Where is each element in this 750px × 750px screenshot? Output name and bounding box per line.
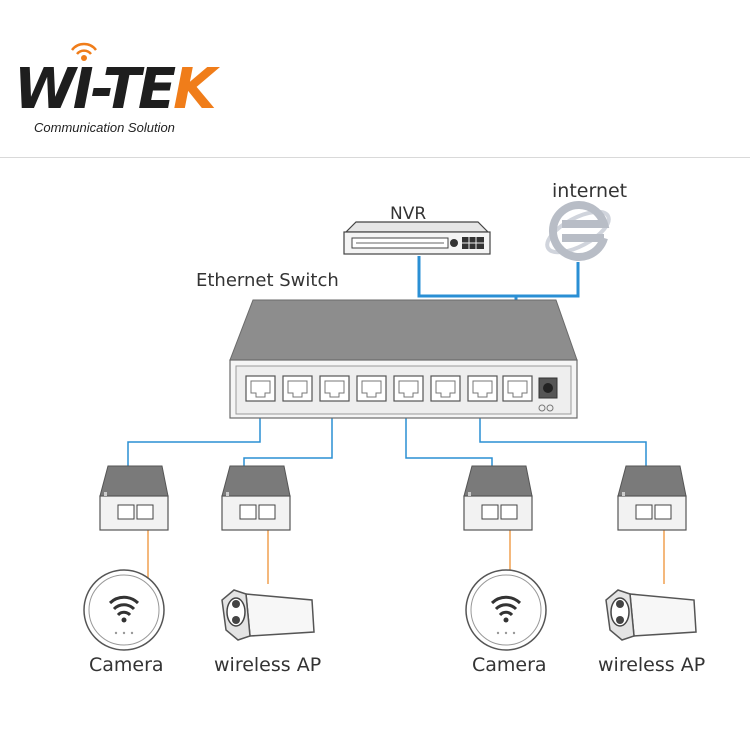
device-label-2: wireless AP [214,654,322,676]
wifi-puck-icon-2 [465,569,547,651]
device-lines [147,530,665,584]
nvr-link [417,256,580,298]
signal-waves-icon [71,42,97,61]
poe-injector-icon-3 [463,465,533,531]
switch-label: Ethernet Switch [196,270,339,291]
device-label-3: Camera [472,654,547,676]
nvr-recorder-icon [343,221,491,255]
brand-name: WI-TEK [14,57,217,122]
device-label-1: Camera [89,654,164,676]
internet-label: internet [552,180,628,202]
ethernet-switch-icon [229,299,578,419]
poe-injector-icon-2 [221,465,291,531]
poe-injector-icon-1 [99,465,169,531]
nvr-label: NVR [390,204,427,224]
wifi-puck-icon-1 [83,569,165,651]
bullet-camera-icon-2 [605,589,697,641]
brand-logo: WI-TEK Communication Solution [12,40,222,140]
internet-explorer-icon [545,201,611,261]
device-label-4: wireless AP [598,654,706,676]
poe-injector-icon-4 [617,465,687,531]
bullet-camera-icon-1 [221,589,315,641]
brand-tagline: Communication Solution [34,120,175,135]
header-divider [0,157,750,158]
